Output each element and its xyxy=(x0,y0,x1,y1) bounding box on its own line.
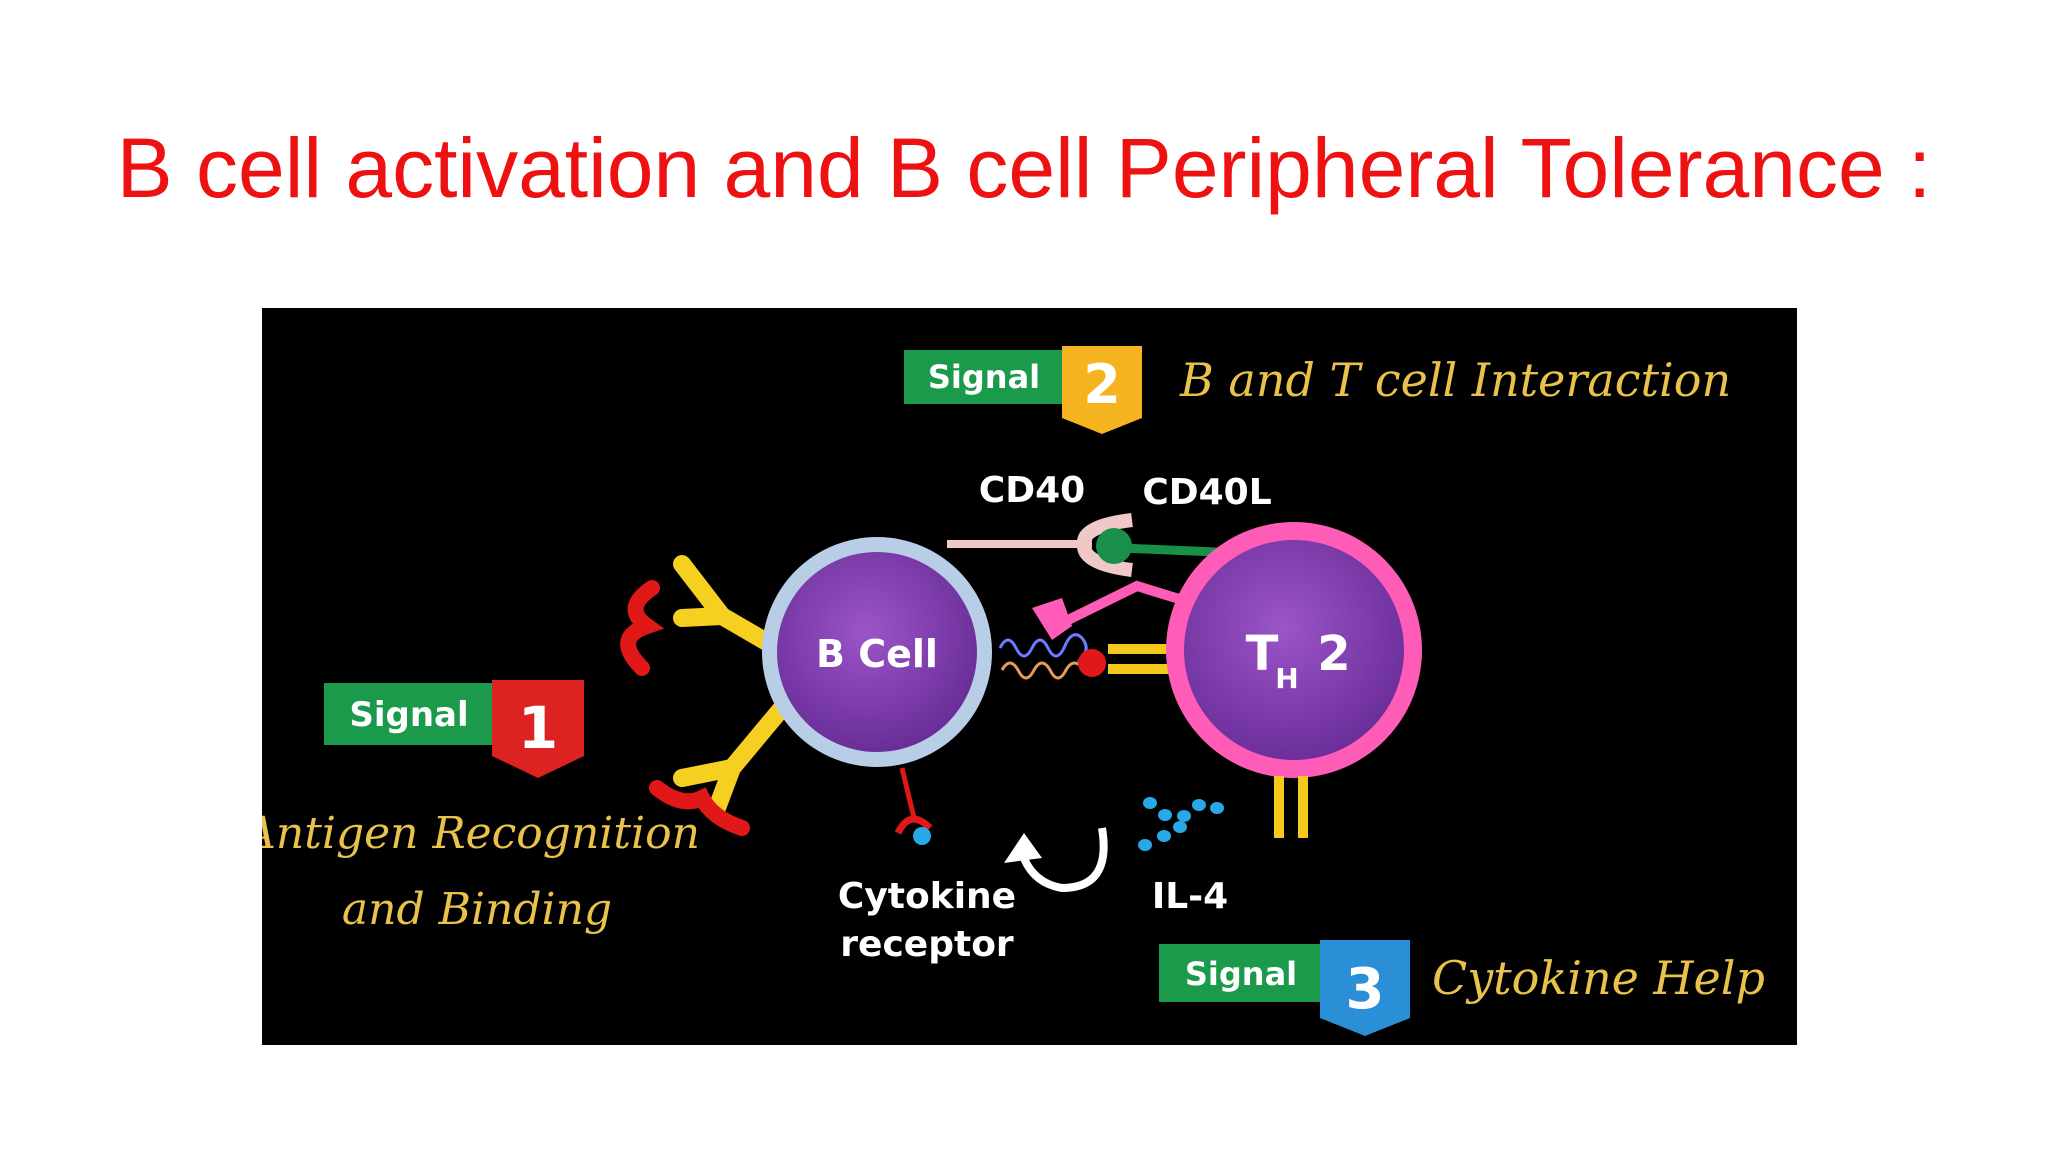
b-cell-label: B Cell xyxy=(816,632,938,676)
diagram-canvas: Signal 2 B and T cell Interaction CD40 C… xyxy=(262,346,1765,1036)
signal-2-caption: B and T cell Interaction xyxy=(1179,353,1731,407)
cytokine-receptor-label-2: receptor xyxy=(840,924,1014,965)
il4-label: IL-4 xyxy=(1152,876,1228,917)
cytokine-receptor-label-1: Cytokine xyxy=(838,876,1016,917)
signal-2-number-badge xyxy=(1062,346,1142,434)
diagram-panel: Signal 2 B and T cell Interaction CD40 C… xyxy=(262,308,1797,1045)
signal-2-number: 2 xyxy=(1083,353,1121,416)
cd40-molecule xyxy=(947,513,1133,577)
signal-1-number: 1 xyxy=(518,694,558,762)
bcr-receptor-bottom xyxy=(649,699,791,836)
signal-2-banner: Signal 2 B and T cell Interaction xyxy=(904,346,1731,434)
signal-3-number-badge xyxy=(1320,940,1410,1036)
slide-title: B cell activation and B cell Peripheral … xyxy=(116,121,1932,215)
signal-3-banner: Signal 3 Cytokine Help xyxy=(1159,940,1765,1036)
b-cell: B Cell xyxy=(762,537,992,767)
il4-cytokines xyxy=(1138,797,1224,851)
th2-label-sub: H xyxy=(1275,662,1298,695)
signal-3-number: 3 xyxy=(1346,957,1385,1022)
signal-1-tag-bg xyxy=(324,683,494,745)
th2-cell: T H 2 xyxy=(1166,522,1422,778)
th2-cytokine-bars xyxy=(1274,776,1308,838)
signal-3-caption: Cytokine Help xyxy=(1432,951,1765,1005)
signal-3-tag: Signal xyxy=(1185,955,1297,993)
adhesion-bars xyxy=(1108,644,1174,674)
signal-1-caption-line1: Antigen Recognition xyxy=(262,808,700,859)
cytokine-receptor xyxy=(894,767,933,845)
signal-1-caption-line2: and Binding xyxy=(342,884,612,935)
mhc-peptide xyxy=(998,633,1106,680)
th2-label-num: 2 xyxy=(1317,626,1350,682)
curved-arrow-icon xyxy=(1004,827,1108,893)
signal-1-number-badge xyxy=(492,680,584,778)
th2-label-main: T xyxy=(1246,626,1279,682)
cd40l-label: CD40L xyxy=(1142,472,1271,513)
cd40-label: CD40 xyxy=(979,470,1085,511)
signal-1-tag: Signal xyxy=(349,695,468,735)
signal-1-banner: Signal 1 Antigen Recognition and Binding xyxy=(262,680,700,935)
bcr-receptor-top xyxy=(620,555,786,676)
signal-2-tag-bg xyxy=(904,350,1064,404)
signal-2-tag: Signal xyxy=(928,358,1040,396)
signal-3-tag-bg xyxy=(1159,944,1323,1002)
